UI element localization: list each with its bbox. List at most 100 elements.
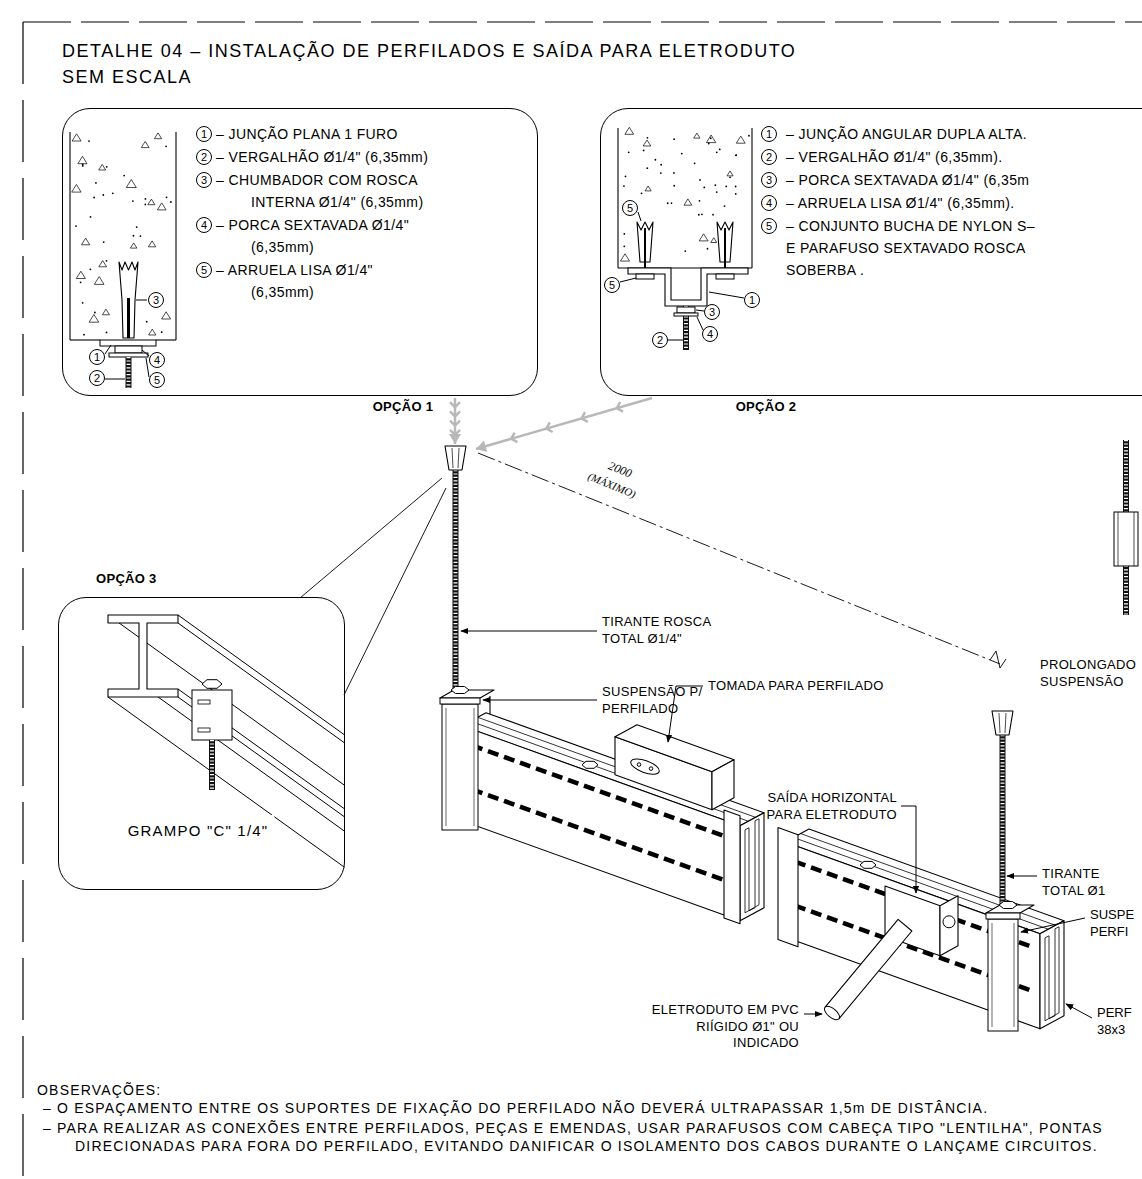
sheet-frame: [23, 22, 1142, 1179]
perfilado-assembly: [724, 810, 740, 924]
anchor-detail-2: [707, 248, 709, 250]
anchor-detail-2: [643, 150, 645, 152]
anchor-detail-1: [102, 309, 109, 315]
note-text: – PARA REALIZAR AS CONEXÕES ENTRE PERFIL…: [43, 1120, 1136, 1156]
anchor-detail-2: [716, 191, 718, 193]
anchor-detail-1: [82, 238, 90, 245]
reference-arrow: [476, 398, 652, 449]
reference-arrow: [450, 411, 460, 416]
rod-extender: [1114, 440, 1138, 615]
perfilado-assembly: [1005, 713, 1006, 733]
anchor-detail-1: [127, 357, 131, 388]
leader-line: [620, 278, 636, 282]
anchor-detail-2: [625, 176, 627, 178]
perfilado-assembly: [992, 711, 1013, 735]
anchor-detail-1: [90, 268, 92, 270]
reference-arrow: [511, 433, 517, 443]
scale-note: SEM ESCALA: [60, 66, 194, 89]
anchor-detail-1: [170, 201, 172, 203]
anchor-detail-2: [617, 128, 618, 268]
reference-arrow: [450, 402, 460, 407]
callout-number: 5: [761, 218, 777, 234]
callout-number: 2: [196, 149, 212, 165]
option-panel: OPÇÃO 21– JUNÇÃO ANGULAR DUPLA ALTA.2– V…: [600, 108, 1142, 396]
anchor-detail-2: [716, 151, 718, 153]
callout-number: 2: [761, 149, 777, 165]
perfilado-assembly: [999, 713, 1000, 733]
rod-extender: [1134, 512, 1135, 566]
anchor-detail-1: [132, 200, 134, 202]
part-label: SAÍDA HORIZONTAL PARA ELETRODUTO: [750, 790, 899, 823]
anchor-detail-1: [149, 329, 156, 335]
leader-line: [901, 806, 916, 893]
anchor-detail-2: [729, 176, 731, 178]
callout-number: 2: [652, 332, 668, 348]
reference-arrow: [582, 412, 588, 422]
anchor-detail-1: [106, 166, 108, 168]
item-text: – CHUMBADOR COM ROSCA INTERNA Ø1/4" (6,3…: [216, 169, 434, 213]
socket-box: [649, 767, 653, 771]
leader-line: [696, 310, 704, 311]
anchor-detail-1: [109, 353, 148, 357]
anchor-detail-1: [69, 132, 70, 340]
conduit-outlet: [822, 1004, 842, 1022]
perfilado-assembly: [1014, 923, 1015, 1027]
rod-extender: [1114, 512, 1138, 566]
rod-extender: [1118, 512, 1119, 566]
item-text: – JUNÇÃO PLANA 1 FURO: [216, 123, 434, 145]
leader-line: [697, 317, 703, 330]
part-label: TOMADA PARA PERFILADO: [706, 678, 886, 695]
perfilado-channel: [740, 813, 764, 921]
callout-number: 4: [196, 217, 212, 233]
dimension-line: [990, 651, 1006, 668]
perfilado-assembly: [474, 708, 475, 826]
perfilado-assembly: [442, 704, 478, 830]
anchor-detail-1: [94, 277, 104, 285]
anchor-detail-1: [90, 216, 92, 218]
anchor-detail-1: [93, 197, 95, 199]
conduit-outlet: [825, 919, 912, 1018]
option-heading: OPÇÃO 3: [96, 571, 157, 587]
anchor-detail-2: [644, 228, 646, 268]
anchor-detail-2: [716, 274, 734, 279]
leader-line: [709, 292, 744, 298]
leader-line: [668, 340, 683, 341]
anchor-detail-2: [623, 245, 625, 247]
callout-number: 5: [604, 277, 620, 293]
item-text: – PORCA SEXTAVADA Ø1/4" (6,35m: [786, 169, 1042, 191]
anchor-detail-1: [115, 346, 142, 353]
anchor-detail-2: [712, 214, 714, 216]
socket-box: [637, 763, 641, 767]
anchor-detail-1: [82, 302, 84, 304]
leader-line: [1021, 918, 1085, 932]
leader-line: [483, 700, 597, 701]
c-clamp: [209, 740, 215, 790]
reference-arrow: [546, 422, 552, 432]
perfilado-assembly: [454, 470, 458, 690]
anchor-detail-1: [72, 185, 81, 193]
anchor-detail-1: [144, 204, 146, 206]
anchor-detail-2: [706, 135, 715, 143]
i-beam: [178, 689, 360, 820]
callout-number: 3: [148, 292, 164, 308]
anchor-detail-2: [620, 254, 629, 261]
i-beam: [108, 615, 360, 796]
anchor-detail-2: [699, 179, 701, 181]
anchor-detail-1: [175, 132, 176, 340]
anchor-detail-2: [735, 154, 737, 156]
anchor-detail-2: [710, 137, 712, 139]
anchor-detail-1: [156, 339, 176, 340]
anchor-detail-2: [625, 127, 634, 134]
callout-number: 4: [761, 195, 777, 211]
item-text: – VERGALHÃO Ø1/4" (6,35mm).: [786, 146, 1042, 168]
anchor-detail-2: [694, 133, 700, 138]
dimension-line: [478, 453, 1006, 668]
anchor-detail-2: [698, 214, 700, 216]
anchor-detail-2: [647, 137, 649, 139]
anchor-detail-2: [677, 307, 695, 313]
callout-number: 4: [149, 352, 165, 368]
anchor-detail-2: [735, 186, 737, 188]
anchor-detail-1: [89, 315, 99, 323]
reference-arrow: [449, 398, 652, 452]
